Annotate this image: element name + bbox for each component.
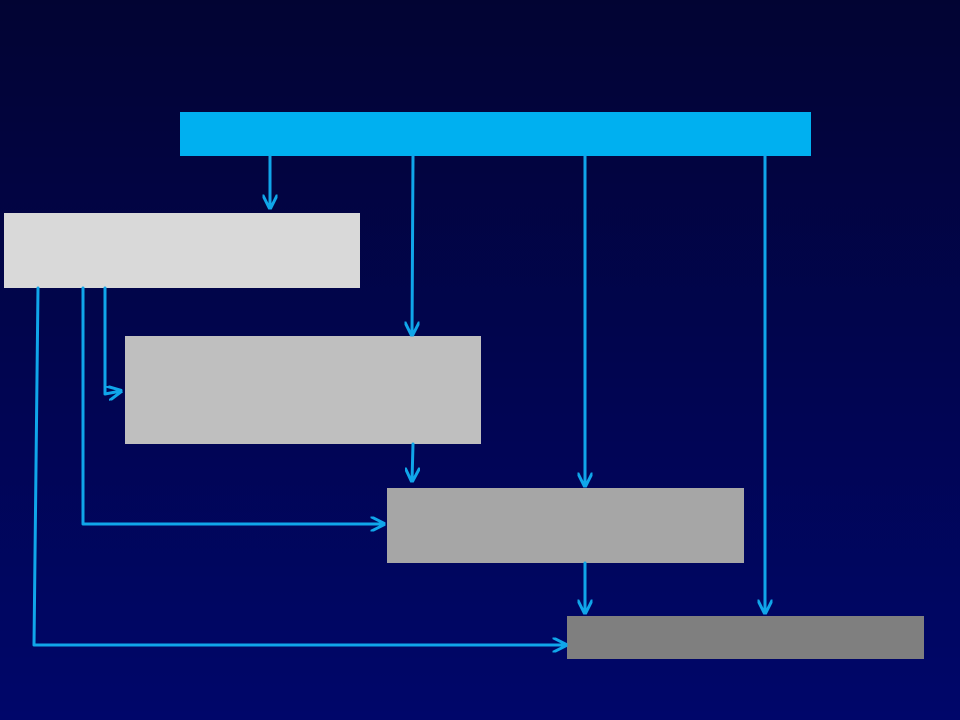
box-level-4	[567, 616, 924, 659]
arrow-box-2-to-box-3	[412, 442, 413, 481]
box-level-1	[4, 213, 360, 288]
arrow-top-to-box-2	[412, 154, 413, 335]
arrow-box-1-to-box-2	[103, 286, 121, 394]
box-level-2	[125, 336, 481, 444]
top-box	[180, 112, 811, 156]
box-level-3	[387, 488, 744, 563]
